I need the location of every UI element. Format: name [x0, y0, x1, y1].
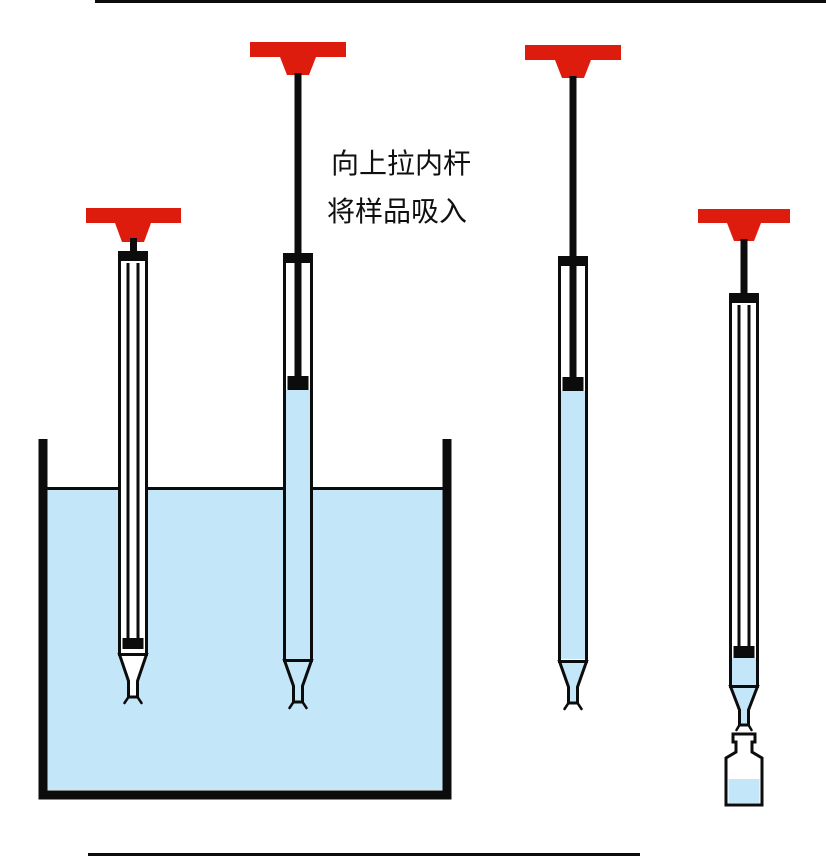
annotation-line-1: 向上拉内杆	[331, 147, 471, 180]
plunger-cap-bar	[698, 209, 790, 223]
barrel	[729, 293, 759, 688]
sample-liquid	[561, 391, 585, 659]
piston	[122, 638, 144, 649]
plunger-cap-bar	[86, 208, 181, 223]
sample-vial	[724, 732, 764, 807]
plunger-rod	[294, 73, 302, 255]
liquid-surface-line	[47, 487, 443, 490]
vial-liquid	[728, 779, 760, 803]
syringe-4	[698, 209, 790, 732]
bottom-border-line	[88, 853, 640, 856]
inner-rod-left	[126, 263, 130, 640]
plunger-rod	[130, 238, 137, 254]
barrel-top-band	[558, 256, 588, 266]
plunger-cap-stem	[727, 223, 761, 241]
plunger-cap-bar	[250, 42, 346, 57]
sample-liquid	[286, 390, 310, 659]
needle-tip	[557, 660, 589, 705]
plunger-cap-stem	[115, 223, 151, 242]
plunger-cap-stem	[280, 57, 316, 75]
tip-flare	[563, 701, 583, 711]
annotation-line-2: 将样品吸入	[327, 195, 467, 228]
barrel	[118, 251, 148, 656]
plunger-cap-bar	[525, 45, 621, 60]
barrel-top-band	[283, 253, 313, 263]
barrel-top-band	[729, 293, 759, 303]
piston	[562, 377, 584, 391]
barrel-top-band	[118, 251, 148, 261]
inner-rod-right	[136, 263, 140, 640]
tip-flare	[123, 695, 143, 705]
beaker	[38, 439, 452, 800]
plunger-cap-stem	[555, 60, 591, 78]
piston	[733, 646, 755, 658]
plunger-rod	[569, 76, 577, 258]
syringe-1	[86, 208, 181, 705]
top-border-line	[95, 0, 826, 3]
syringe-3	[525, 45, 621, 711]
needle-tip	[728, 685, 760, 727]
beaker-liquid	[47, 490, 443, 790]
tip-flare	[288, 700, 308, 710]
syringe-2	[250, 42, 346, 710]
inner-rod	[294, 263, 302, 377]
plunger-rod	[740, 239, 748, 295]
inner-rod-left	[737, 305, 741, 648]
inner-rod-right	[747, 305, 751, 648]
inner-rod	[569, 266, 577, 378]
tip-flare	[735, 723, 753, 732]
beaker-walls	[38, 439, 452, 800]
sample-liquid	[732, 658, 756, 685]
piston	[287, 376, 309, 390]
